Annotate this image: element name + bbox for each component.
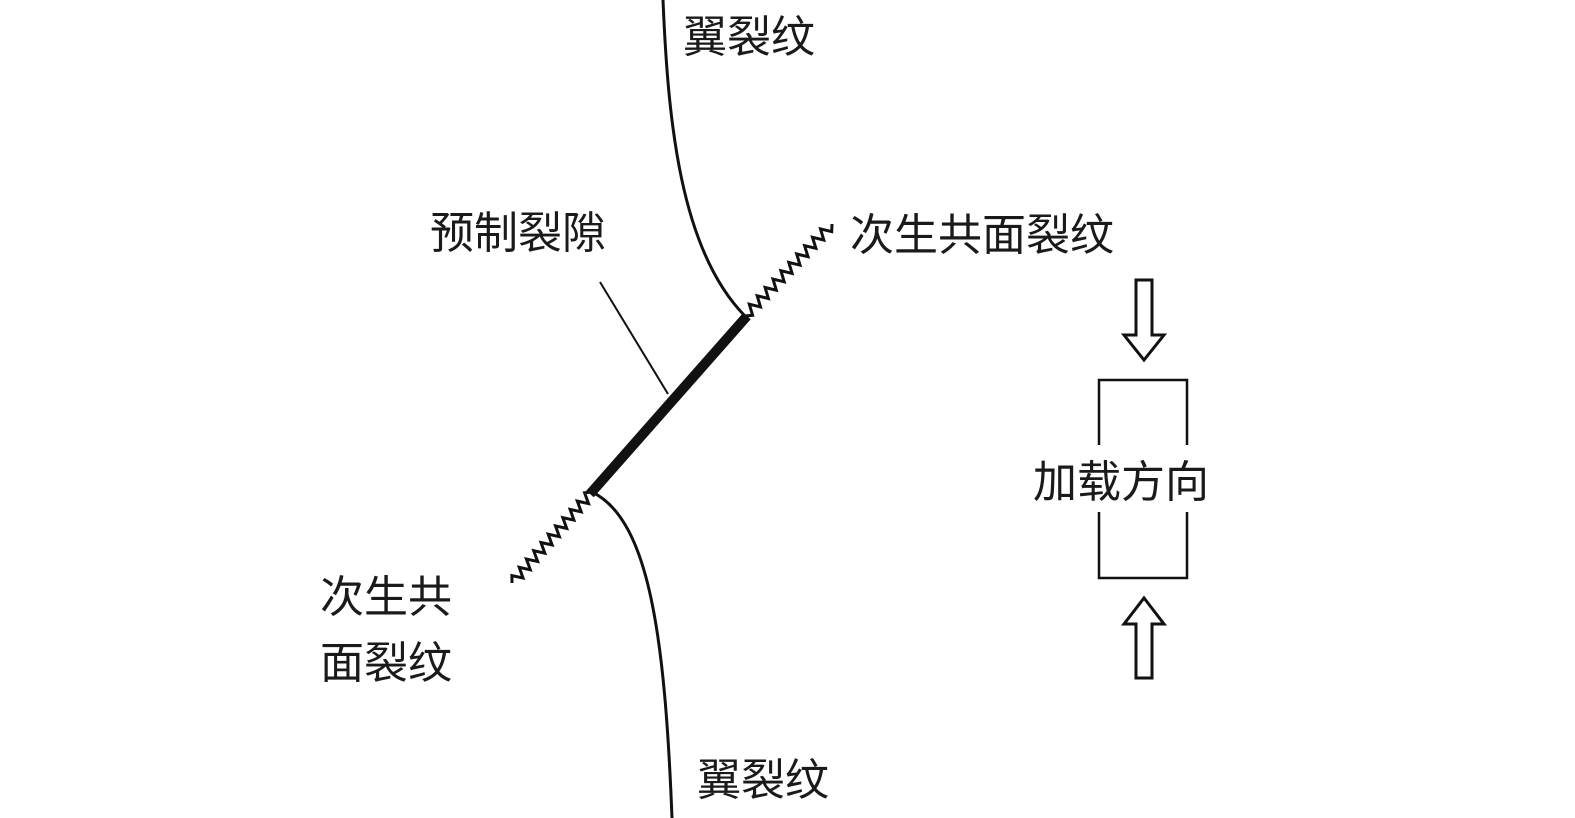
prefab-flaw-line [586, 312, 751, 498]
wing-crack-top-curve [661, 0, 747, 318]
box-top [1097, 378, 1189, 445]
down-arrow-icon [1120, 278, 1168, 363]
label-wing-crack-bottom: 翼裂纹 [697, 755, 829, 806]
label-loading-direction: 加载方向 [1033, 457, 1209, 508]
label-secondary-crack-left-1: 次生共 [320, 572, 452, 623]
box-bottom [1097, 512, 1189, 580]
label-prefab-flaw: 预制裂隙 [430, 208, 606, 259]
label-wing-crack-top: 翼裂纹 [683, 12, 815, 63]
secondary-crack-zigzag-upper [744, 223, 834, 318]
label-secondary-crack-right: 次生共面裂纹 [850, 210, 1114, 261]
loading-direction-legend: 加载方向 [1033, 278, 1209, 680]
wing-crack-bottom-curve [591, 490, 674, 818]
prefab-flaw-leader [599, 281, 669, 395]
label-secondary-crack-left-2: 面裂纹 [320, 638, 452, 689]
up-arrow-icon [1120, 595, 1168, 680]
secondary-crack-zigzag-lower [510, 490, 593, 584]
